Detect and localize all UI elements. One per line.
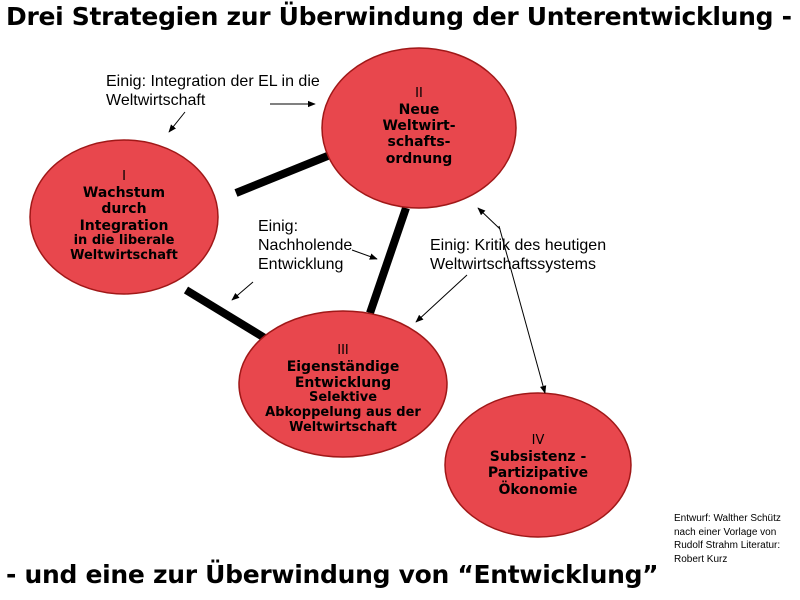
arrow-nachholende-to-i <box>231 281 254 301</box>
arrow-kritik-to-ii <box>477 207 501 230</box>
label-einig-kritik: Einig: Kritik des heutigen Weltwirtschaf… <box>430 237 607 274</box>
arrow-nachholende-to-iii <box>351 249 378 260</box>
label-einig-nachholende: Einig: Nachholende Entwicklung <box>258 218 353 274</box>
connector-i-ii <box>234 151 332 197</box>
node-iii-circle <box>238 310 448 458</box>
arrow-integration-to-i <box>168 111 186 133</box>
node-iv: IV Subsistenz - Partizipative Ökonomie <box>474 422 602 510</box>
node-iii: III Eigenständige Entwicklung Selektive … <box>263 334 423 446</box>
node-i-title: Wachstum durch Integration <box>79 185 169 234</box>
node-i-subtitle: in die liberale Weltwirtschaft <box>70 232 178 263</box>
page-subtitle: - und eine zur Überwindung von “Entwickl… <box>6 560 659 589</box>
node-ii-title: Neue Weltwirt-schafts-ordnung <box>382 102 456 167</box>
page-title: Drei Strategien zur Überwindung der Unte… <box>6 2 792 31</box>
node-iii-number: III <box>337 343 349 359</box>
node-iv-circle <box>444 392 632 538</box>
node-iii-title: Eigenständige Entwicklung <box>286 358 400 392</box>
node-ii-number: II <box>415 86 423 102</box>
arrow-kritik-to-iii <box>415 274 468 323</box>
credit-note: Entwurf: Walther Schütz nach einer Vorla… <box>674 513 781 565</box>
label-einig-integration: Einig: Integration der EL in die Weltwir… <box>106 73 320 110</box>
node-iii-subtitle: Selektive Abkoppelung aus der Weltwirtsc… <box>265 390 421 436</box>
node-ii-circle <box>321 47 517 209</box>
node-ii: II Neue Weltwirt-schafts-ordnung <box>359 72 479 182</box>
node-iv-title: Subsistenz - Partizipative Ökonomie <box>487 449 589 498</box>
node-i-circle <box>29 139 219 295</box>
arrow-kritik-to-iv <box>498 225 547 394</box>
node-i-number: I <box>122 169 126 185</box>
node-iv-number: IV <box>531 433 545 449</box>
connector-ii-iii <box>366 206 410 315</box>
node-i: I Wachstum durch Integration in die libe… <box>52 158 196 276</box>
connector-i-iii <box>183 286 271 344</box>
